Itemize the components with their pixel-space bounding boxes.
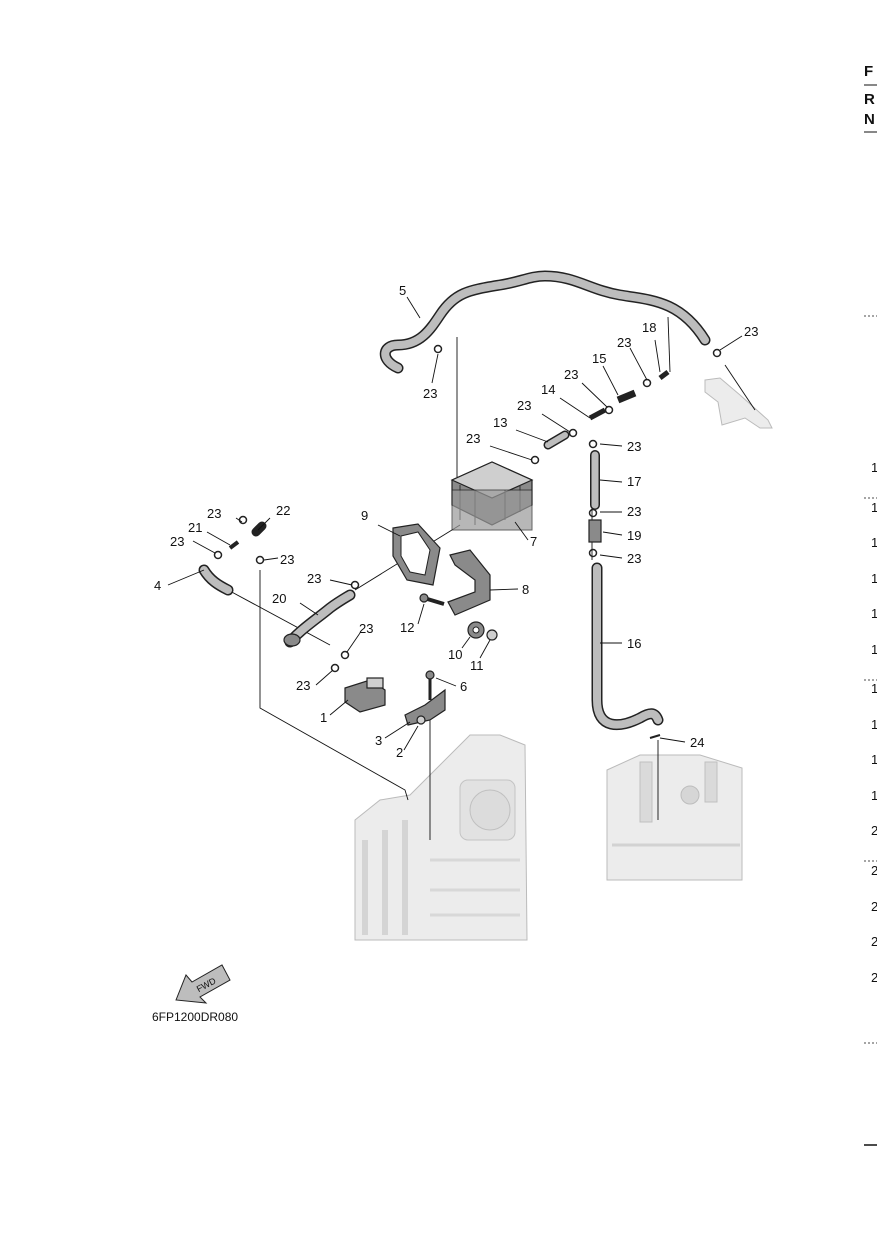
callout-15: 15 bbox=[592, 351, 606, 366]
callout-18: 18 bbox=[642, 320, 656, 335]
fwd-arrow: FWD bbox=[175, 964, 231, 1004]
callout-19: 19 bbox=[627, 528, 641, 543]
callout-23: 23 bbox=[280, 552, 294, 567]
callout-8: 8 bbox=[522, 582, 529, 597]
edge-index: 2 bbox=[871, 863, 877, 878]
edge-index: 2 bbox=[871, 899, 877, 914]
callout-23: 23 bbox=[564, 367, 578, 382]
lower-mount-ghost bbox=[606, 754, 743, 881]
edge-letter: N bbox=[864, 111, 875, 128]
callout-23: 23 bbox=[627, 439, 641, 454]
upper-fitting-ghost bbox=[704, 377, 773, 429]
callout-10: 10 bbox=[448, 647, 462, 662]
callout-labels: 5 23 23 18 23 15 23 14 23 13 23 23 17 23… bbox=[154, 283, 758, 760]
callout-23: 23 bbox=[466, 431, 480, 446]
callout-23: 23 bbox=[627, 551, 641, 566]
callout-11: 11 bbox=[470, 658, 484, 673]
hose-17-16 bbox=[588, 450, 664, 730]
callout-16: 16 bbox=[627, 636, 641, 651]
edge-index: 1 bbox=[871, 606, 877, 621]
callout-3: 3 bbox=[375, 733, 382, 748]
engine-block-ghost bbox=[354, 734, 528, 941]
edge-index: 1 bbox=[871, 535, 877, 550]
valve-bracket-3 bbox=[404, 670, 446, 726]
callout-20: 20 bbox=[272, 591, 286, 606]
callout-7: 7 bbox=[530, 534, 537, 549]
leader-lines bbox=[167, 296, 743, 751]
callout-23: 23 bbox=[307, 571, 321, 586]
hose-13-joints bbox=[543, 370, 670, 450]
callout-23: 23 bbox=[423, 386, 437, 401]
callout-23: 23 bbox=[359, 621, 373, 636]
edge-index: 2 bbox=[871, 823, 877, 838]
callout-5: 5 bbox=[399, 283, 406, 298]
edge-index: 1 bbox=[871, 642, 877, 657]
edge-index: 1 bbox=[871, 717, 877, 732]
hose-20 bbox=[283, 589, 356, 648]
edge-index: 2 bbox=[871, 970, 877, 985]
callout-9: 9 bbox=[361, 508, 368, 523]
edge-index: 1 bbox=[871, 681, 877, 696]
edge-index: 2 bbox=[871, 934, 877, 949]
callout-1: 1 bbox=[320, 710, 327, 725]
bracket-8 bbox=[447, 549, 491, 616]
callout-17: 17 bbox=[627, 474, 641, 489]
hose-5 bbox=[379, 270, 711, 374]
edge-index: 1 bbox=[871, 571, 877, 586]
page-edge: F R N 1 1 1 1 1 1 1 1 1 1 2 2 2 2 2 bbox=[864, 63, 877, 1146]
callout-6: 6 bbox=[460, 679, 467, 694]
callout-13: 13 bbox=[493, 415, 507, 430]
callout-14: 14 bbox=[541, 382, 555, 397]
callout-22: 22 bbox=[276, 503, 290, 518]
callout-23: 23 bbox=[207, 506, 221, 521]
solenoid-valve-1 bbox=[344, 677, 386, 713]
edge-index: 1 bbox=[871, 500, 877, 515]
callout-24: 24 bbox=[690, 735, 704, 750]
callout-21: 21 bbox=[188, 520, 202, 535]
edge-index: 1 bbox=[871, 788, 877, 803]
callout-23: 23 bbox=[627, 504, 641, 519]
callout-2: 2 bbox=[396, 745, 403, 760]
callout-23: 23 bbox=[170, 534, 184, 549]
edge-index: 1 bbox=[871, 752, 877, 767]
callout-23: 23 bbox=[744, 324, 758, 339]
bracket-9 bbox=[392, 523, 441, 586]
callout-23: 23 bbox=[517, 398, 531, 413]
callout-23: 23 bbox=[617, 335, 631, 350]
hose-4 bbox=[198, 564, 234, 596]
callout-23: 23 bbox=[296, 678, 310, 693]
edge-letter: F bbox=[864, 63, 873, 80]
edge-index: 1 bbox=[871, 460, 877, 475]
callout-12: 12 bbox=[400, 620, 414, 635]
callout-4: 4 bbox=[154, 578, 161, 593]
clamps-23 bbox=[213, 344, 722, 739]
canister-7 bbox=[450, 461, 534, 531]
figure-code: 6FP1200DR080 bbox=[152, 1010, 238, 1024]
edge-letter: R bbox=[864, 91, 875, 108]
mount-hardware bbox=[419, 593, 498, 641]
